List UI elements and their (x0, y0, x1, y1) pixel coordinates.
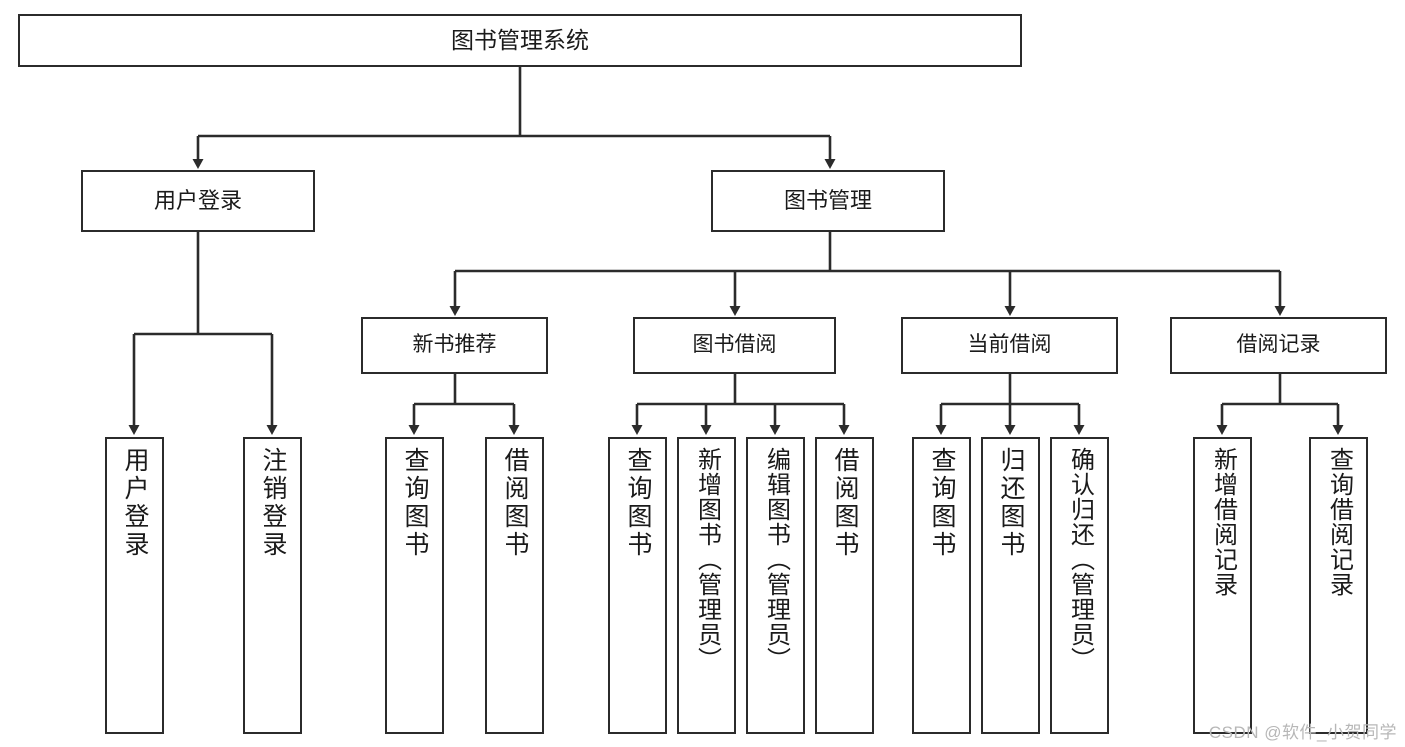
leaf-borrow-borrow-book[interactable]: 借阅图书 (815, 437, 874, 734)
node-label: 注销登录 (259, 447, 287, 559)
node-label: 归还图书 (997, 447, 1025, 559)
node-label: 查询借阅记录 (1325, 447, 1353, 597)
node-label: 查询图书 (401, 447, 429, 559)
node-label: 查询图书 (928, 447, 956, 559)
node-user-login[interactable]: 用户登录 (81, 170, 315, 232)
node-label: 新书推荐 (412, 333, 497, 357)
leaf-user-login-logout[interactable]: 注销登录 (243, 437, 302, 734)
node-label: 借阅图书 (831, 447, 859, 559)
leaf-records-add-record[interactable]: 新增借阅记录 (1193, 437, 1252, 734)
node-label: 借阅图书 (501, 447, 529, 559)
node-book-management-system[interactable]: 图书管理系统 (18, 14, 1022, 67)
leaf-current-confirm-return-admin[interactable]: 确认归还（管理员） (1050, 437, 1109, 734)
node-label: 图书管理系统 (451, 27, 589, 54)
node-label: 编辑图书（管理员） (762, 447, 790, 672)
node-book-management[interactable]: 图书管理 (711, 170, 945, 232)
node-label: 用户登录 (153, 188, 242, 214)
node-label: 图书借阅 (692, 333, 777, 357)
node-label: 确认归还（管理员） (1066, 447, 1094, 672)
watermark: CSDN @软件_小贺同学 (1208, 723, 1397, 742)
node-label: 查询图书 (624, 447, 652, 559)
node-label: 当前借阅 (967, 333, 1052, 357)
leaf-borrow-query-book[interactable]: 查询图书 (608, 437, 667, 734)
leaf-current-return-book[interactable]: 归还图书 (981, 437, 1040, 734)
node-label: 图书管理 (783, 188, 872, 214)
leaf-recommend-query-book[interactable]: 查询图书 (385, 437, 444, 734)
leaf-borrow-edit-book-admin[interactable]: 编辑图书（管理员） (746, 437, 805, 734)
leaf-recommend-borrow-book[interactable]: 借阅图书 (485, 437, 544, 734)
node-new-book-recommend[interactable]: 新书推荐 (361, 317, 548, 374)
leaf-borrow-add-book-admin[interactable]: 新增图书（管理员） (677, 437, 736, 734)
node-label: 新增图书（管理员） (693, 447, 721, 672)
leaf-records-query-record[interactable]: 查询借阅记录 (1309, 437, 1368, 734)
node-book-borrow[interactable]: 图书借阅 (633, 317, 836, 374)
leaf-current-query-book[interactable]: 查询图书 (912, 437, 971, 734)
node-label: 新增借阅记录 (1209, 447, 1237, 597)
node-label: 借阅记录 (1236, 333, 1321, 357)
node-current-borrow[interactable]: 当前借阅 (901, 317, 1118, 374)
node-label: 用户登录 (121, 447, 149, 559)
node-borrow-records[interactable]: 借阅记录 (1170, 317, 1387, 374)
leaf-user-login-login[interactable]: 用户登录 (105, 437, 164, 734)
